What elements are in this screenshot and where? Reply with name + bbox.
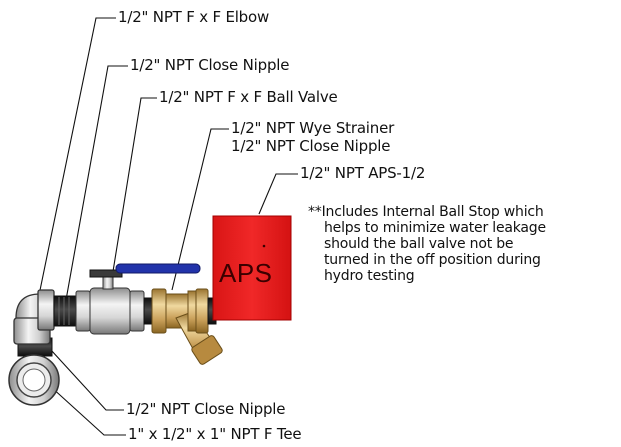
label-wye-strainer: 1/2" NPT Wye Strainer (231, 119, 395, 137)
leader-lines (37, 17, 298, 436)
leader-aps (258, 173, 298, 215)
elbow-fitting (13, 289, 55, 345)
label-close-nipple-mid: 1/2" NPT Close Nipple (231, 137, 391, 155)
leader-ball-valve (109, 97, 157, 291)
leader-tee (49, 385, 126, 436)
leader-wye-strainer (171, 128, 229, 291)
leader-elbow (37, 17, 116, 301)
label-ball-valve: 1/2" NPT F x F Ball Valve (159, 88, 338, 106)
label-aps: 1/2" NPT APS-1/2 (300, 164, 426, 182)
note-line-3: should the ball valve not be (324, 236, 514, 252)
label-elbow: 1/2" NPT F x F Elbow (118, 8, 270, 26)
close-nipple-mid-left (143, 297, 153, 325)
aps-box-label: APS (219, 258, 273, 288)
tee-fitting (8, 337, 60, 406)
close-nipple-top (53, 295, 77, 327)
wye-strainer (151, 288, 223, 365)
note-line-2: helps to minimize water leakage (324, 220, 546, 236)
label-close-nipple-bottom: 1/2" NPT Close Nipple (126, 400, 286, 418)
ball-valve (75, 263, 201, 335)
leader-close-nipple-bottom (39, 337, 124, 411)
ball-stop-note: **Includes Internal Ball Stop which help… (308, 204, 546, 284)
leader-close-nipple-top (65, 65, 128, 301)
note-line-1: **Includes Internal Ball Stop which (308, 204, 544, 220)
note-line-4: turned in the off position during (324, 252, 541, 268)
note-line-5: hydro testing (324, 268, 415, 284)
valve-handle (115, 263, 201, 274)
label-close-nipple-top: 1/2" NPT Close Nipple (130, 56, 290, 74)
label-tee: 1" x 1/2" x 1" NPT F Tee (128, 425, 302, 443)
aps-box (212, 215, 292, 321)
